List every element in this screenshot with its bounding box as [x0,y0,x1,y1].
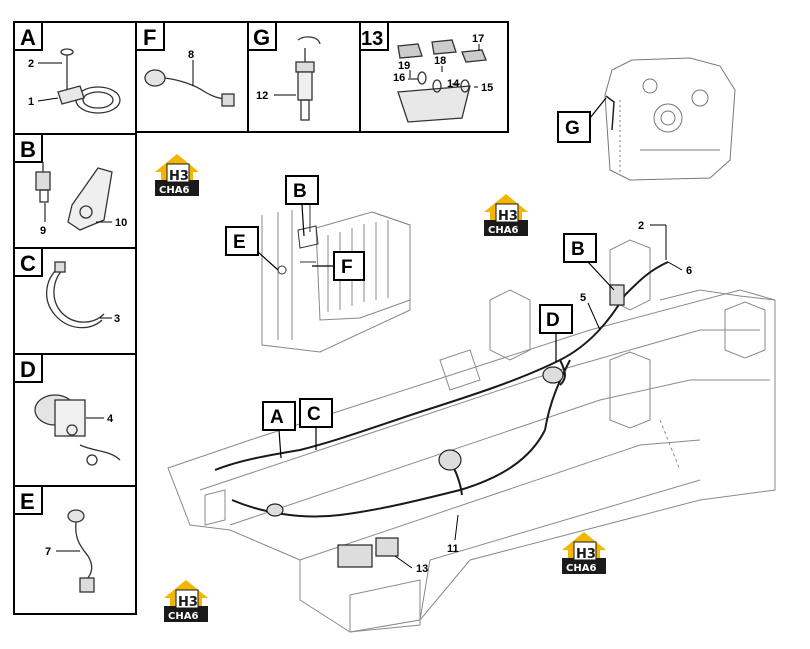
part-number: 11 [447,543,459,555]
part-number: 12 [256,90,268,102]
svg-text:CHA6: CHA6 [159,185,189,196]
callout-c-main: C [307,404,321,425]
part-number: 18 [434,55,446,67]
part-number: 9 [40,225,46,237]
part-number: 1 [28,96,34,108]
callout-b-detail: B [293,181,307,202]
panel-labels: A B C D E F G 13 [13,21,389,515]
callout-b-main: B [571,239,585,260]
inset-g-drawing [604,57,736,181]
panel-b-callouts [44,203,112,223]
watermark-logo: H3 CHA6 [163,579,209,623]
part-number: 15 [481,82,493,94]
panel-a-callouts [37,62,62,102]
main-frame-drawing [167,239,776,633]
part-number: 10 [115,217,127,229]
callout-a-main: A [270,407,284,428]
wiring-harness [214,261,669,518]
panel-b-drawing [35,162,113,231]
panel-label-b: B [20,137,36,162]
panel-f-drawing [144,69,235,107]
svg-text:CHA6: CHA6 [168,611,198,622]
panel-13-drawing [397,39,487,123]
callout-d-main: D [546,310,560,331]
part-number: 4 [107,413,114,425]
panel-g-drawing [295,36,321,121]
part-number: 19 [398,60,410,72]
part-number: 14 [447,78,460,90]
svg-text:H3: H3 [178,595,198,610]
panel-label-f: F [143,25,156,50]
svg-text:H3: H3 [576,547,596,562]
panel-label-c: C [20,251,36,276]
panel-label-e: E [20,489,35,514]
svg-text:H3: H3 [169,169,189,184]
callout-e-detail: E [233,232,246,253]
part-number: 17 [472,33,484,45]
watermark-logo: H3 CHA6 [483,193,529,237]
callout-f-detail: F [341,257,353,278]
detail-view-callouts: B E F [225,175,365,281]
panel-c-drawing [46,261,105,329]
part-number: 2 [638,220,644,232]
main-view-callouts: B D A C [262,233,615,459]
panel-label-d: D [20,357,36,382]
panel-label-g: G [253,25,270,50]
panel-a-drawing [57,48,121,114]
watermark-logo: H3 CHA6 [154,153,200,197]
callout-g: G [565,118,580,139]
watermark-logo: H3 CHA6 [561,531,607,575]
part-number: 7 [45,546,51,558]
part-number: 16 [393,72,405,84]
svg-text:CHA6: CHA6 [566,563,596,574]
part-number: 6 [686,265,692,277]
svg-text:H3: H3 [498,209,518,224]
part-number: 2 [28,58,34,70]
svg-text:CHA6: CHA6 [488,225,518,236]
part-number: 13 [416,563,428,575]
panel-label-13: 13 [361,28,383,50]
panel-e-drawing [67,509,95,593]
panel-d-drawing [34,394,121,466]
part-number: 3 [114,313,120,325]
part-number: 5 [580,292,586,304]
part-number: 8 [188,49,194,61]
panel-label-a: A [20,25,36,50]
panel-grid [13,21,509,615]
